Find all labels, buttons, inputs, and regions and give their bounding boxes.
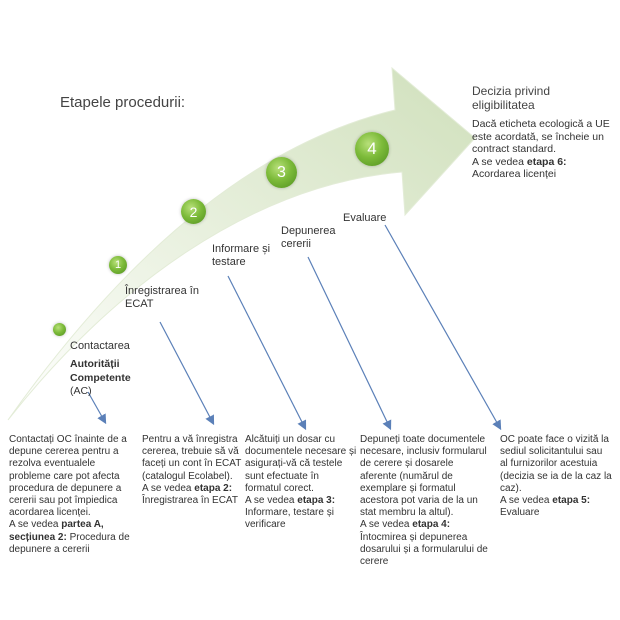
step-label-3: Depunerea cererii: [281, 225, 336, 250]
step-description-2-ref: A se vedea etapa 3: Informare, testare ș…: [245, 495, 357, 532]
step-description-1-ref: A se vedea etapa 2: Înregistrarea în ECA…: [142, 483, 262, 507]
step-description-0-ref: A se vedea partea A, secțiunea 2: Proced…: [9, 519, 135, 556]
connector-line-3: [307, 256, 392, 431]
desc-3-ref-prefix: A se vedea: [360, 519, 413, 531]
step-label-0: Contactarea Autorității Competente (AC): [70, 340, 150, 398]
step-circle-0: [53, 323, 66, 336]
step-description-2-text: Alcătuiți un dosar cu documentele necesa…: [245, 434, 357, 494]
desc-1-ref-prefix: A se vedea: [142, 482, 195, 494]
desc-3-ref-bold: etapa 4:: [412, 519, 451, 531]
step-circle-2: 2: [181, 199, 206, 224]
final-ref-title: Acordarea licenței: [472, 168, 557, 180]
desc-4-ref-bold: etapa 5:: [552, 495, 591, 507]
step-description-1: Pentru a vă înregistra cererea, trebuie …: [142, 434, 262, 507]
step-description-3-text: Depuneți toate documentele necesare, inc…: [360, 434, 487, 519]
final-decision-text: Dacă eticheta ecologică a UE este acorda…: [472, 118, 610, 155]
desc-3-ref-title: Întocmirea și depunerea dosarului și a f…: [360, 531, 488, 568]
step-circle-3: 3: [266, 157, 297, 188]
step-label-0-suffix: (AC): [70, 385, 92, 397]
connector-line-2: [227, 275, 307, 431]
step-description-2: Alcătuiți un dosar cu documentele necesa…: [245, 434, 357, 532]
step-label-0-bold: Autorității Competente: [70, 358, 131, 384]
final-ref-prefix: A se vedea: [472, 155, 527, 168]
desc-2-ref-title: Informare, testare și verificare: [245, 507, 334, 531]
diagram-title: Etapele procedurii:: [60, 94, 186, 111]
desc-4-ref-prefix: A se vedea: [500, 495, 553, 507]
step-description-3-ref: A se vedea etapa 4: Întocmirea și depune…: [360, 519, 488, 568]
desc-2-ref-prefix: A se vedea: [245, 495, 298, 507]
final-decision-heading: Decizia privind eligibilitatea: [472, 84, 551, 112]
connector-line-4: [384, 224, 502, 431]
desc-0-ref-title: Procedura de depunere a cererii: [9, 531, 130, 555]
step-description-0-text: Contactați OC înainte de a depune cerere…: [9, 434, 127, 519]
step-description-0: Contactați OC înainte de a depune cerere…: [9, 434, 135, 556]
step-circle-1: 1: [109, 256, 127, 274]
step-circle-4: 4: [355, 132, 389, 166]
desc-4-ref-title: Evaluare: [500, 507, 540, 519]
final-ref-bold: etapa 6:: [526, 155, 567, 168]
desc-2-ref-bold: etapa 3:: [297, 495, 336, 507]
step-description-4: OC poate face o vizită la sediul solicit…: [500, 434, 612, 519]
connector-line-1: [159, 321, 215, 426]
step-description-3: Depuneți toate documentele necesare, inc…: [360, 434, 488, 568]
step-label-2: Informare și testare: [212, 243, 271, 268]
desc-0-ref-bold: partea A, secțiunea 2:: [9, 519, 104, 543]
final-decision-block: Decizia privind eligibilitatea Dacă etic…: [472, 84, 612, 181]
desc-1-ref-bold: etapa 2:: [194, 482, 233, 494]
step-label-1: Înregistrarea în ECAT: [125, 285, 199, 310]
connector-line-0: [87, 391, 107, 425]
step-description-1-text: Pentru a vă înregistra cererea, trebuie …: [142, 434, 242, 482]
final-decision-ref: A se vedea etapa 6: Acordarea licenței: [472, 156, 612, 181]
step-description-4-text: OC poate face o vizită la sediul solicit…: [500, 434, 612, 494]
step-description-4-ref: A se vedea etapa 5: Evaluare: [500, 495, 612, 519]
desc-0-ref-prefix: A se vedea: [9, 519, 62, 531]
step-label-0-text: Contactarea: [70, 340, 130, 352]
step-label-4: Evaluare: [343, 212, 387, 224]
desc-1-ref-title: Înregistrarea în ECAT: [142, 495, 238, 507]
